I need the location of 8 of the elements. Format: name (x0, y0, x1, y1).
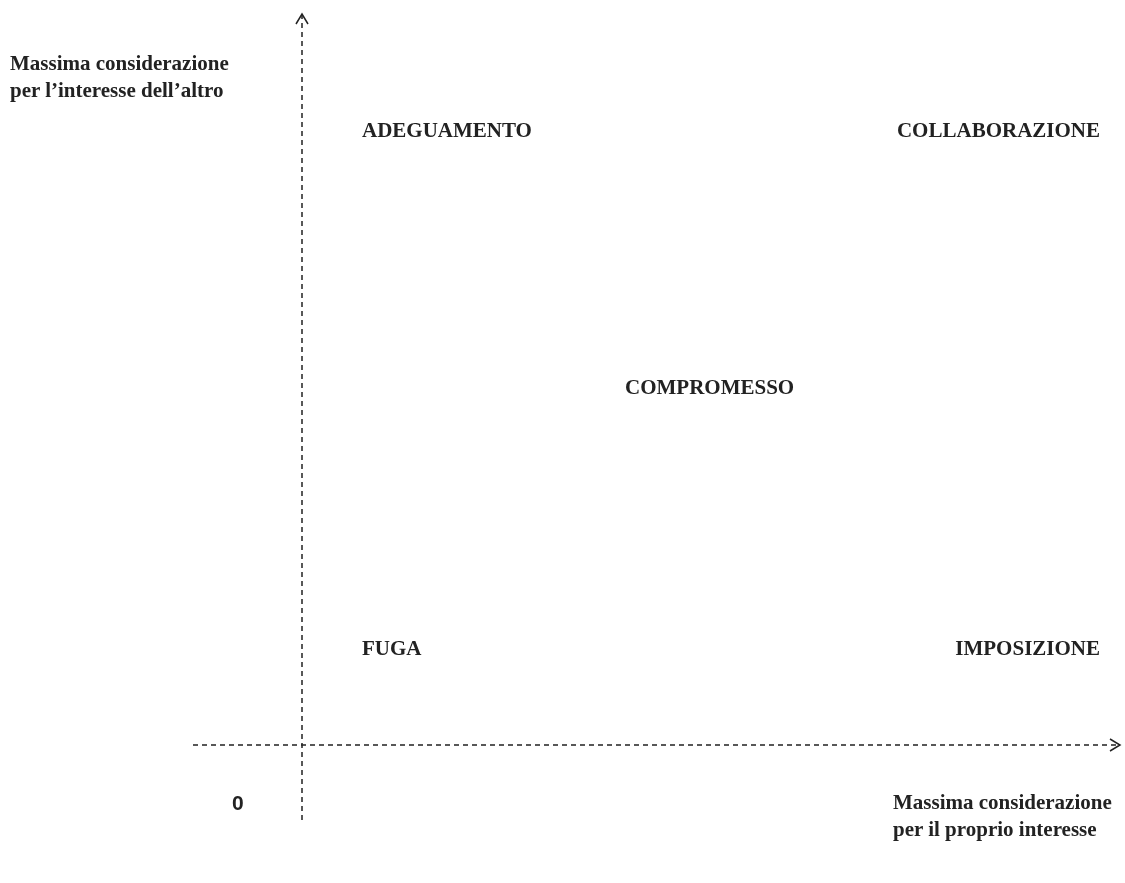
quadrant-label: COLLABORAZIONE (896, 117, 1100, 144)
quadrant-label: IMPOSIZIONE (955, 635, 1100, 662)
quadrant-label: ADEGUAMENTO (362, 117, 532, 144)
origin-label: 0 (232, 790, 244, 816)
quadrant-label: COMPROMESSO (625, 374, 795, 401)
axis-title: Massima considerazione per il proprio interesse (893, 789, 1113, 843)
axis-title: Massima considerazione per l’interesse dell’altro (10, 50, 230, 104)
quadrant-label: FUGA (362, 635, 422, 662)
